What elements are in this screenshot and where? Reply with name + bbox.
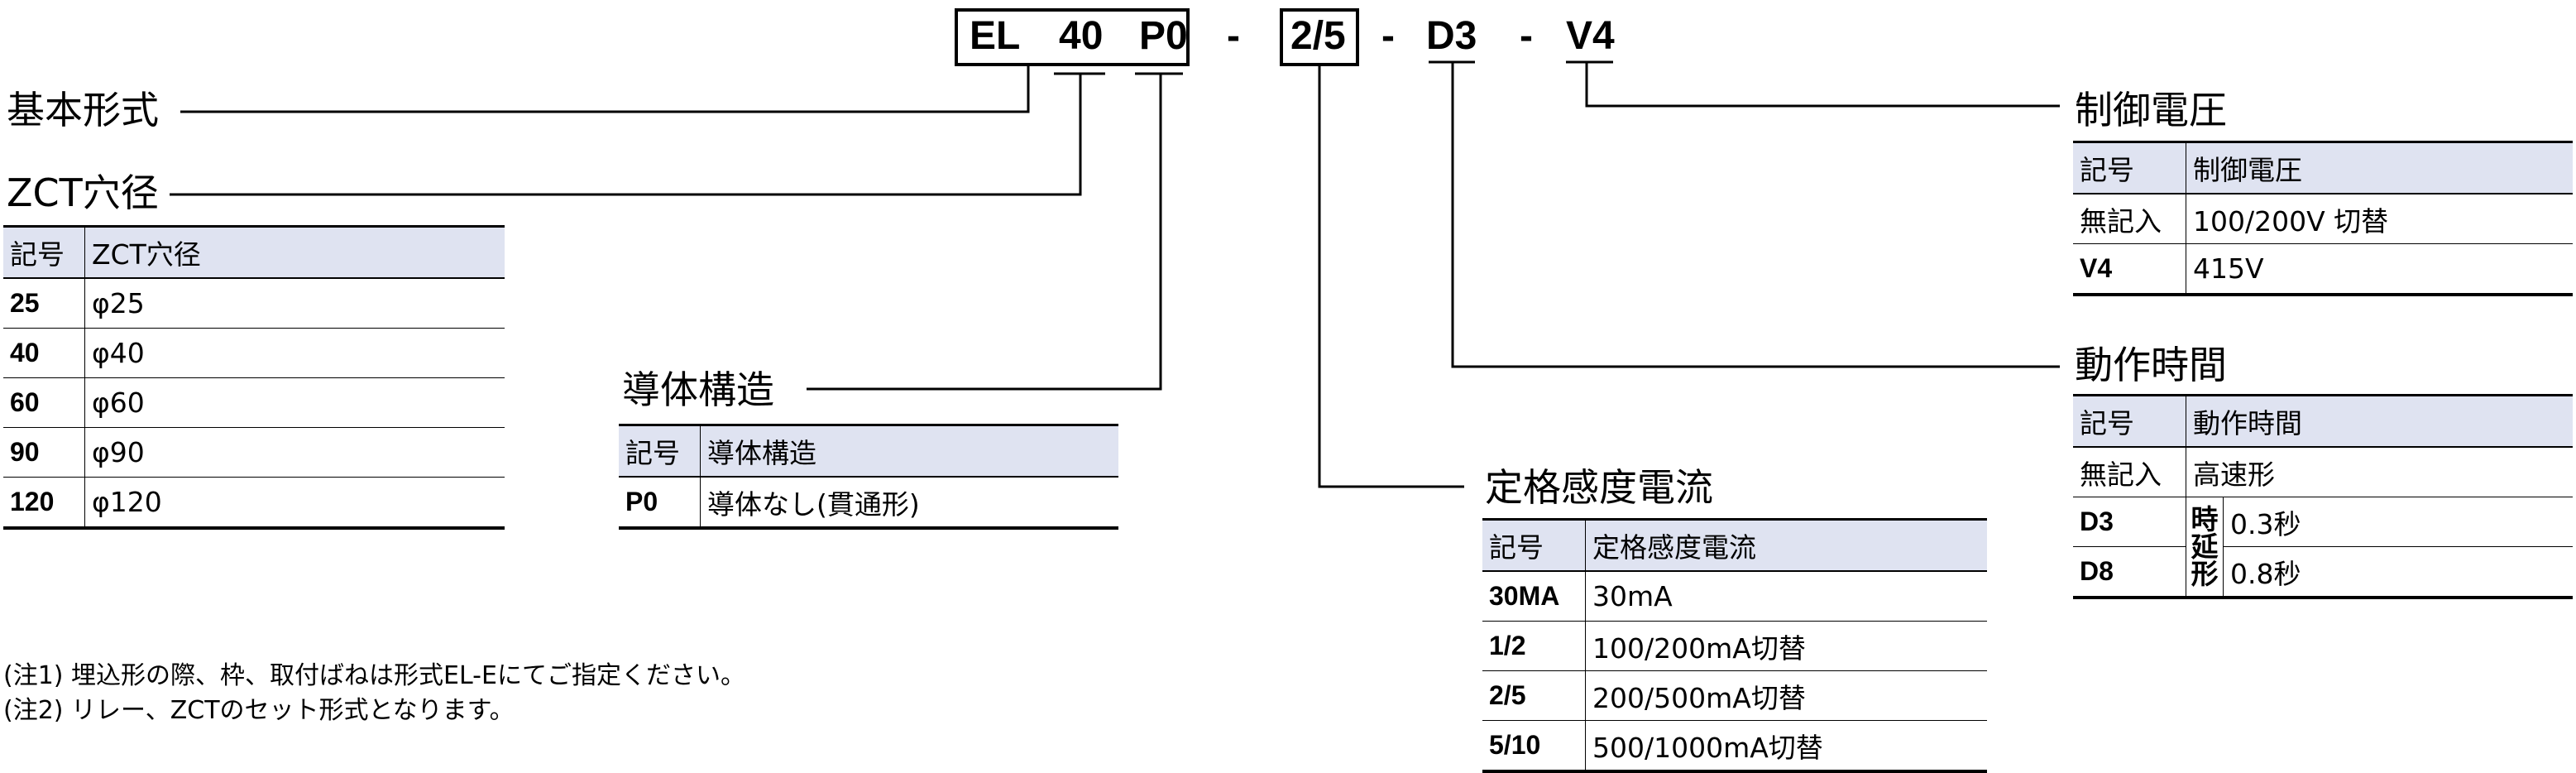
table-row: 2/5 200/500mA切替 (1482, 670, 1987, 721)
timer-type-label: 時 延 形 (2186, 497, 2224, 598)
sensitivity-header-name: 定格感度電流 (1585, 519, 1987, 572)
voltage-header-name: 制御電圧 (2186, 142, 2573, 194)
sensitivity-symbol: 30MA (1482, 571, 1586, 622)
code-voltage: V4 (1566, 14, 1615, 58)
operation-table: 記号 動作時間 無記入 高速形 D3 時 延 形 0.3秒 D8 0.8秒 (2073, 394, 2573, 599)
label-operation: 動作時間 (2075, 343, 2227, 387)
leader-operation (1451, 62, 2060, 368)
note-2: (注2) リレー、ZCTのセット形式となります。 (3, 696, 515, 725)
operation-symbol: D8 (2073, 546, 2186, 598)
leader-voltage (1585, 62, 2060, 108)
conductor-value: 導体なし(貫通形) (707, 487, 920, 521)
table-row: 1/2 100/200mA切替 (1482, 621, 1987, 671)
zct-value: φ25 (84, 278, 505, 329)
label-zct: ZCT穴径 (7, 170, 159, 215)
zct-header-symbol: 記号 (3, 226, 85, 279)
table-row: 無記入 100/200V 切替 (2073, 194, 2573, 244)
sensitivity-value: 100/200mA切替 (1585, 621, 1987, 671)
model-code-main-box (955, 8, 1190, 66)
label-sensitivity: 定格感度電流 (1485, 465, 1713, 510)
sensitivity-symbol: 5/10 (1482, 720, 1586, 771)
zct-header-name: ZCT穴径 (84, 226, 505, 279)
conductor-symbol: P0 (619, 477, 701, 528)
zct-value: φ60 (84, 377, 505, 428)
operation-value: 0.3秒 (2223, 497, 2573, 547)
table-row: D3 時 延 形 0.3秒 (2073, 497, 2573, 598)
sensitivity-value: 200/500mA切替 (1585, 670, 1987, 721)
label-conductor: 導体構造 (622, 367, 774, 412)
sensitivity-table: 記号 定格感度電流 30MA 30mA 1/2 100/200mA切替 2/5 … (1482, 518, 1987, 773)
zct-symbol: 90 (3, 427, 85, 478)
operation-symbol: D3 (2073, 497, 2186, 547)
operation-value: 0.8秒 (2230, 557, 2301, 590)
operation-header-name: 動作時間 (2186, 395, 2573, 448)
table-row: 60 φ60 (3, 377, 505, 428)
table-row: V4 415V (2073, 243, 2573, 295)
label-voltage: 制御電圧 (2075, 88, 2227, 132)
zct-table: 記号 ZCT穴径 25 φ25 40 φ40 60 φ60 90 φ90 120… (3, 225, 505, 530)
voltage-table: 記号 制御電圧 無記入 100/200V 切替 V4 415V (2073, 141, 2573, 296)
model-code-rating-box (1280, 8, 1359, 66)
table-row: 25 φ25 (3, 278, 505, 329)
leader-sensitivity (1318, 65, 1464, 488)
sensitivity-header-symbol: 記号 (1482, 519, 1586, 572)
code-dash-3: - (1520, 14, 1533, 58)
operation-symbol: 無記入 (2073, 447, 2186, 497)
operation-header-symbol: 記号 (2073, 395, 2186, 448)
table-row: 5/10 500/1000mA切替 (1482, 720, 1987, 771)
table-row: 40 φ40 (3, 328, 505, 378)
code-time: D3 (1426, 14, 1477, 58)
leader-conductor (807, 74, 1162, 391)
zct-symbol: 25 (3, 278, 85, 329)
voltage-header-symbol: 記号 (2073, 142, 2186, 194)
voltage-symbol: 無記入 (2073, 194, 2186, 244)
sensitivity-symbol: 2/5 (1482, 670, 1586, 721)
operation-value: 高速形 (2186, 447, 2573, 497)
code-dash-2: - (1381, 14, 1395, 58)
table-row: 90 φ90 (3, 427, 505, 478)
leader-base (180, 65, 1030, 113)
sensitivity-symbol: 1/2 (1482, 621, 1586, 671)
table-row: P0 導体なし(貫通形) (619, 477, 1118, 528)
code-dash-1: - (1227, 14, 1240, 58)
conductor-header-symbol: 記号 (619, 425, 701, 478)
table-row: 120 φ120 (3, 477, 505, 528)
table-row: 無記入 高速形 (2073, 447, 2573, 497)
table-row: D8 0.8秒 (2073, 546, 2573, 598)
zct-value: φ120 (92, 486, 162, 518)
zct-value: φ90 (84, 427, 505, 478)
conductor-header-name: 導体構造 (700, 425, 1118, 478)
sensitivity-value: 30mA (1585, 571, 1987, 622)
code-conductor: P0 (1139, 14, 1188, 58)
zct-symbol: 40 (3, 328, 85, 378)
note-1: (注1) 埋込形の際、枠、取付ばねは形式EL-Eにてご指定ください。 (3, 661, 745, 690)
timer-label-char: 延 (2191, 531, 2219, 562)
footnotes: (注1) 埋込形の際、枠、取付ばねは形式EL-Eにてご指定ください。 (注2) … (3, 659, 745, 728)
code-zct: 40 (1059, 14, 1104, 58)
zct-value: φ40 (84, 328, 505, 378)
sensitivity-value: 500/1000mA切替 (1592, 731, 1823, 764)
code-series: EL (970, 14, 1021, 58)
zct-symbol: 60 (3, 377, 85, 428)
voltage-symbol: V4 (2073, 243, 2186, 295)
voltage-value: 415V (2193, 252, 2264, 285)
table-row: 30MA 30mA (1482, 571, 1987, 622)
zct-symbol: 120 (3, 477, 85, 528)
timer-label-char: 時 (2191, 504, 2219, 535)
label-base: 基本形式 (7, 88, 159, 132)
timer-label-char: 形 (2191, 559, 2219, 589)
code-rating: 2/5 (1290, 14, 1346, 58)
leader-zct (170, 74, 1082, 196)
conductor-table: 記号 導体構造 P0 導体なし(貫通形) (619, 424, 1118, 530)
voltage-value: 100/200V 切替 (2186, 194, 2573, 244)
